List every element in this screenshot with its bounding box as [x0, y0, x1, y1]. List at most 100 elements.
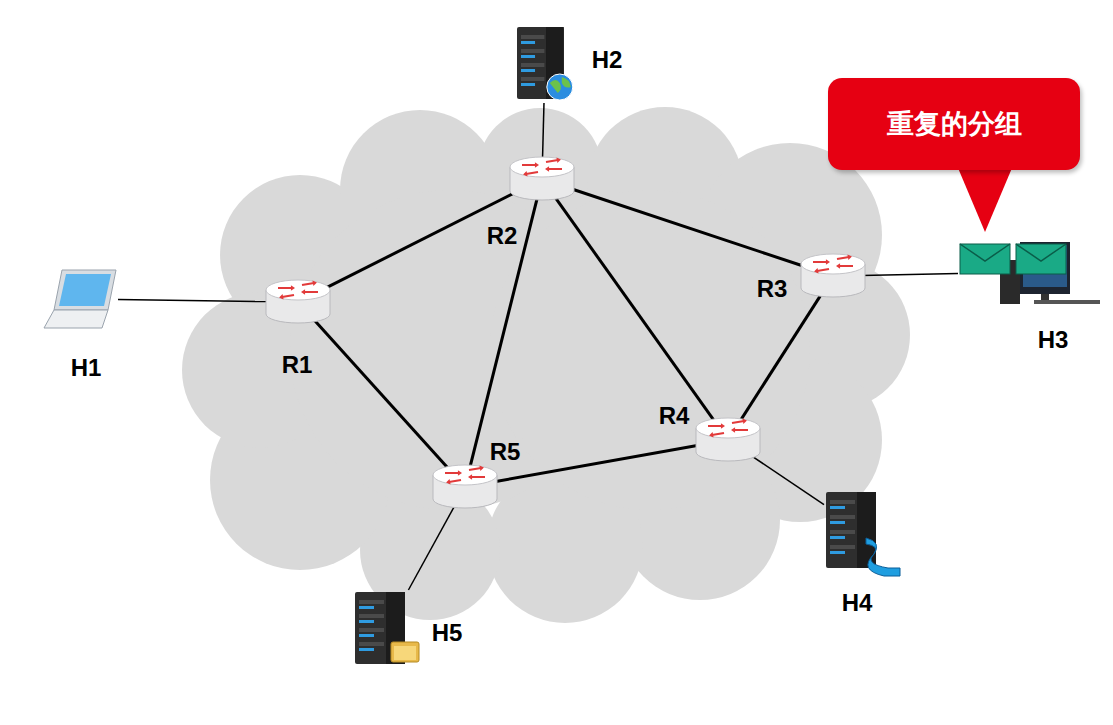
router-node: R4	[694, 416, 762, 464]
router-arrow	[304, 291, 318, 293]
server-slot	[359, 600, 384, 604]
server-light	[830, 506, 845, 509]
router-arrowhead	[479, 465, 483, 471]
laptop-icon	[42, 266, 118, 332]
router-arrowhead	[312, 280, 316, 286]
router-arrow	[526, 172, 538, 174]
router-node: R5	[431, 463, 499, 511]
router-arrowhead	[826, 259, 830, 265]
router-arrow	[817, 269, 829, 271]
film-badge	[866, 538, 900, 576]
router-link	[314, 319, 450, 470]
router-arrow	[839, 265, 853, 267]
node-label: R2	[485, 223, 520, 249]
globe-land	[550, 77, 571, 93]
server-light	[359, 606, 374, 609]
server-slot	[830, 515, 855, 519]
node-label: H1	[69, 355, 104, 381]
callout-tail	[958, 168, 1012, 232]
server-slot	[830, 545, 855, 549]
keyboard	[1034, 300, 1100, 304]
server-light	[521, 83, 535, 86]
monitor-stand	[1041, 294, 1049, 300]
host-node: H2	[515, 25, 575, 103]
router-node: R2	[508, 155, 576, 203]
router-arrowhead	[279, 294, 283, 300]
node-label: R4	[657, 403, 692, 429]
server-light	[359, 648, 374, 651]
router-icon	[799, 252, 867, 300]
router-arrow	[546, 160, 558, 162]
router-arrowhead	[731, 427, 735, 433]
router-arrowhead	[523, 171, 527, 177]
envelope-flap	[1016, 244, 1066, 261]
router-arrow	[302, 283, 314, 285]
router-arrow	[712, 433, 724, 435]
envelope	[1016, 244, 1066, 274]
server-slot	[359, 642, 384, 646]
host-node: H1	[42, 266, 118, 332]
router-arrowhead	[291, 285, 295, 291]
router-arrow	[813, 261, 827, 263]
host-node: H3	[958, 238, 1105, 306]
router-top	[696, 418, 760, 438]
server-icon	[824, 490, 902, 572]
router-arrowhead	[301, 289, 305, 295]
router-arrow	[708, 425, 722, 427]
callout-bubble: 重复的分组	[828, 78, 1080, 170]
router-arrowhead	[721, 423, 725, 429]
router-top	[510, 157, 574, 177]
node-label: R1	[280, 352, 315, 378]
router-node: R3	[799, 252, 867, 300]
envelope	[960, 244, 1010, 274]
router-top	[266, 280, 330, 300]
router-arrowhead	[468, 474, 472, 480]
node-label: R3	[755, 276, 790, 302]
router-top	[801, 254, 865, 274]
laptop-screen	[59, 274, 111, 306]
network-cloud	[182, 107, 910, 623]
router-icon	[508, 155, 576, 203]
router-arrowhead	[709, 432, 713, 438]
server-body	[826, 492, 876, 568]
server-slot	[830, 500, 855, 504]
envelope-flap	[960, 244, 1010, 261]
node-label: H3	[1036, 327, 1071, 353]
router-arrow	[278, 287, 292, 289]
host-link	[543, 103, 544, 159]
callout-text: 重复的分组	[887, 106, 1022, 142]
router-link	[740, 295, 821, 422]
router-link	[322, 191, 519, 290]
router-arrow	[732, 421, 744, 423]
server-slot	[521, 35, 544, 39]
router-arrowhead	[535, 162, 539, 168]
server-light	[830, 536, 845, 539]
router-node: R1	[264, 278, 332, 326]
router-arrow	[548, 168, 562, 170]
server-light	[359, 620, 374, 623]
router-top	[433, 465, 497, 485]
router-link	[470, 199, 537, 467]
router-arrowhead	[556, 157, 560, 163]
router-arrowhead	[545, 166, 549, 172]
server-slot	[521, 63, 544, 67]
router-arrowhead	[847, 254, 851, 260]
server-side	[857, 492, 876, 568]
server-slot	[359, 614, 384, 618]
server-light	[521, 69, 535, 72]
router-arrow	[522, 164, 536, 166]
server-slot	[830, 530, 855, 534]
server-light	[830, 551, 845, 554]
host-node: H4	[824, 490, 902, 572]
server-light	[521, 41, 535, 44]
node-label: H2	[590, 47, 625, 73]
server-light	[359, 634, 374, 637]
server-icon	[353, 590, 421, 668]
server-icon	[515, 25, 575, 103]
router-icon	[264, 278, 332, 326]
router-icon	[694, 416, 762, 464]
desktop-icon	[958, 238, 1105, 306]
laptop-lid	[54, 270, 116, 310]
host-link	[408, 506, 454, 590]
laptop-base	[44, 310, 108, 328]
